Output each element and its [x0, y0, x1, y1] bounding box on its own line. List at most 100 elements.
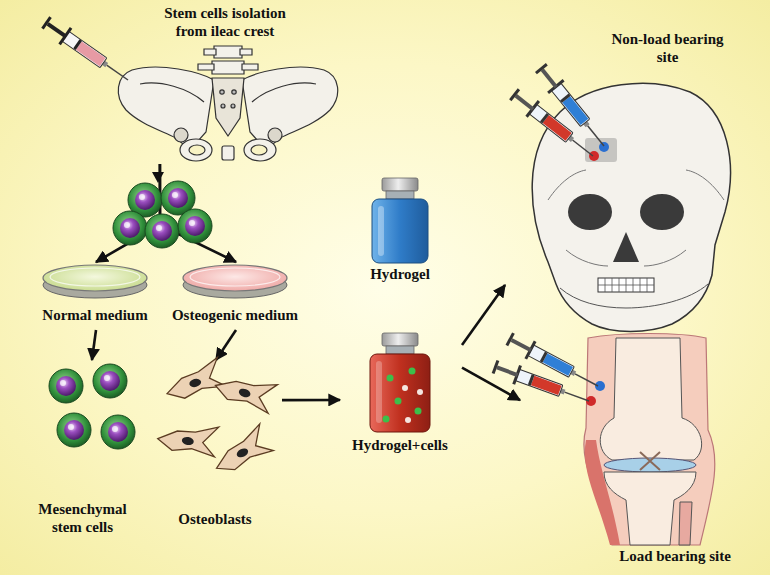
pelvis-illustration	[231, 104, 235, 108]
pelvis-illustration	[212, 78, 244, 136]
illustrated-step: Hydrogel+cells	[340, 330, 462, 460]
petri-dish	[50, 268, 140, 286]
illustrated-step: Hydrogel	[360, 175, 442, 287]
syringe-symbol	[40, 14, 134, 88]
pelvis-illustration	[251, 145, 267, 155]
step-label: Mesenchymal stem cells	[25, 500, 140, 536]
step-label: Hydrogel+cells	[340, 436, 460, 454]
skull-illustration	[598, 278, 654, 292]
hydrogel-cells-vial	[386, 346, 414, 354]
petri-dish	[43, 265, 147, 291]
skull-illustration	[613, 232, 639, 262]
pelvis-illustration	[198, 64, 258, 70]
arrow-head	[152, 172, 164, 183]
pelvis-illustration	[242, 67, 338, 150]
illustrated-step: Osteogenic medium	[165, 262, 307, 330]
petri-dish	[43, 265, 147, 298]
knee-illustration	[584, 334, 715, 546]
hydrogel-vial	[378, 206, 384, 256]
osteoblast-group	[212, 365, 278, 414]
syringe-symbol	[491, 357, 593, 410]
pelvis-illustration	[222, 146, 234, 160]
pelvis-illustration	[118, 67, 214, 150]
hydrogel-cells-vial	[382, 333, 418, 346]
hydrogel-vial	[372, 178, 428, 263]
pelvis-illustration	[220, 90, 224, 94]
flow-arrow	[282, 399, 340, 402]
stem-cell-group	[57, 413, 91, 447]
hydrogel-cells-vial	[405, 417, 411, 423]
hydrogel-vial	[382, 178, 418, 191]
step-label: Osteogenic medium	[165, 306, 305, 324]
pelvis-illustration	[221, 104, 225, 108]
step-label: Normal medium	[35, 306, 155, 324]
step-label: Non-load bearing site	[600, 30, 735, 66]
pelvis-illustration	[140, 83, 204, 102]
hydrogel-cells-vial	[370, 354, 430, 432]
cell-cluster	[145, 214, 179, 248]
stem-cell-group	[49, 369, 83, 403]
skull-illustration	[566, 250, 686, 266]
step-label: Osteoblasts	[150, 510, 280, 528]
syringe-symbol	[507, 86, 599, 164]
skull-illustration	[598, 278, 654, 292]
illustrated-step: Stem cells isolation from ileac crest	[110, 4, 340, 164]
step-label: Load bearing site	[600, 547, 750, 565]
illustrated-step: Normal medium	[35, 262, 157, 330]
illustrated-step: Osteoblasts	[150, 360, 282, 535]
hydrogel-cells-vial	[415, 408, 422, 415]
pelvis-illustration	[214, 46, 242, 58]
hydrogel-cells-vial	[395, 398, 402, 405]
knee-illustration	[584, 334, 715, 546]
pelvis-illustration	[174, 128, 188, 142]
petri-dish	[190, 268, 280, 286]
cell-cluster	[113, 181, 212, 248]
pelvis-illustration	[204, 49, 252, 55]
osteoblast-group	[156, 357, 278, 476]
skull-illustration	[532, 83, 730, 331]
pelvis-illustration	[189, 145, 205, 155]
pelvis-illustration	[180, 139, 212, 161]
step-label: Hydrogel	[360, 265, 440, 283]
stem-cell-group	[93, 364, 127, 398]
knee-illustration	[604, 472, 696, 545]
osteoblast-group	[156, 417, 219, 458]
skull-illustration	[548, 170, 586, 200]
pelvis-illustration	[244, 139, 276, 161]
skull-illustration	[686, 170, 724, 200]
hydrogel-cells-vial	[402, 385, 408, 391]
illustrated-step: Non-load bearing site	[505, 28, 738, 328]
flow-arrow	[92, 330, 96, 360]
hydrogel-cells-vial	[417, 389, 423, 395]
skull-illustration	[568, 194, 612, 230]
flow-arrow	[462, 285, 505, 345]
osteoblast-group	[207, 423, 274, 476]
stem-cell-group	[49, 364, 135, 449]
hydrogel-cells-vial	[387, 375, 394, 382]
osteoblast-group	[161, 357, 226, 402]
illustrated-step: Mesenchymal stem cells	[25, 360, 155, 555]
hydrogel-vial	[372, 199, 428, 263]
skull-illustration	[599, 142, 609, 152]
petri-dish	[183, 265, 287, 298]
cell-cluster	[178, 209, 212, 243]
hydrogel-vial	[386, 191, 414, 199]
pelvis-illustration	[252, 83, 316, 102]
hydrogel-cells-vial	[376, 361, 382, 423]
knee-illustration	[640, 452, 660, 470]
skull-illustration	[560, 284, 708, 308]
cell-cluster	[113, 211, 147, 245]
flow-arrow	[216, 330, 236, 360]
flow-arrow	[160, 164, 236, 262]
skull-illustration	[532, 83, 730, 331]
pelvis-illustration	[232, 90, 236, 94]
pelvis-illustration	[268, 128, 282, 142]
knee-illustration	[600, 338, 701, 460]
skull-illustration	[640, 194, 684, 230]
step-label: Stem cells isolation from ileac crest	[150, 4, 300, 40]
knee-illustration	[679, 502, 692, 545]
hydrogel-cells-vial	[383, 416, 390, 423]
